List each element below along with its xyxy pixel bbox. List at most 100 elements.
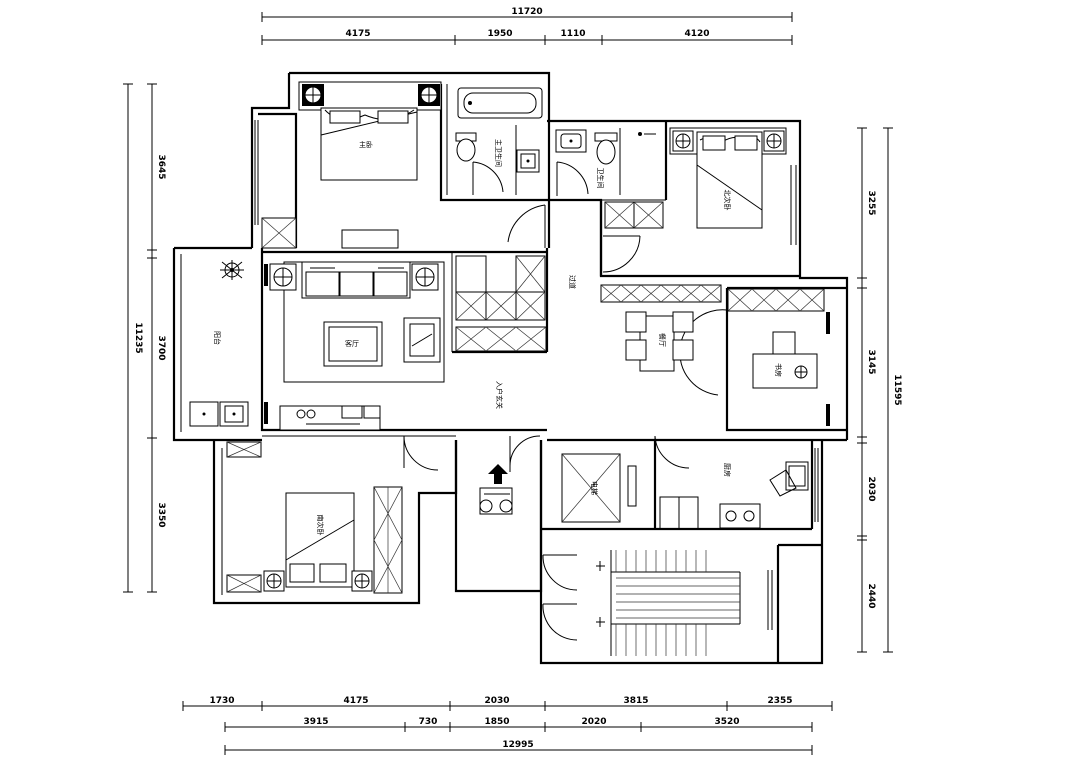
cabinet-south-wardrobe: [226, 441, 403, 594]
dim-top-3: 4120: [684, 29, 709, 39]
door-kitchen: [654, 435, 690, 469]
room-label-living-room: 客厅: [345, 339, 359, 348]
stove-icon: [719, 503, 761, 529]
dim-bottom1-4: 2355: [767, 696, 792, 706]
corridor-area: 过道 入户玄关: [495, 275, 577, 409]
living-room-furniture: 客厅: [264, 261, 445, 431]
room-label-north-bedroom: 北次卧: [723, 190, 732, 211]
right-dimensions: 3255 3145 2030 2440 11595: [857, 127, 902, 653]
guest-bath-fixtures: 卫生间: [555, 129, 656, 189]
cabinet-entry-shoe: [455, 255, 547, 352]
dim-left-total: 11235: [133, 322, 143, 353]
bathtub-icon: [457, 87, 543, 119]
dim-top-1: 1950: [487, 29, 512, 39]
entry-arrow-icon: [488, 464, 508, 484]
cabinet-master-wardrobe: [261, 217, 297, 249]
balcony-fixtures: 阳台: [189, 120, 259, 427]
dining-chair-icon: [625, 311, 647, 333]
window-left: [264, 264, 268, 424]
door-stair-1: [542, 554, 578, 591]
room-label-master-bath: 主卫生间: [494, 139, 503, 167]
sink-icon: [516, 149, 540, 173]
bottom-dimensions: 1730 4175 2030 3815 2355 3915 730 1850 2…: [182, 696, 833, 755]
north-bedroom-furniture: 北次卧: [669, 127, 797, 245]
shoe-bench-icon: [479, 487, 513, 515]
dim-top-2: 1110: [560, 29, 585, 39]
door-north-bedroom: [602, 235, 641, 273]
nightstand-lamp-icon: [351, 570, 373, 592]
door-master-bedroom: [507, 204, 546, 248]
room-label-corridor: 过道: [568, 275, 577, 289]
master-bath-fixtures: 主卫生间: [455, 87, 543, 173]
study-furniture: 书房: [752, 312, 830, 426]
room-label-guest-bath: 卫生间: [596, 168, 605, 189]
room-label-south-bedroom: 南次卧: [316, 515, 325, 536]
nightstand-lamp-icon: [263, 570, 285, 592]
dim-left-1: 3700: [156, 335, 166, 360]
door-stair-2: [542, 603, 578, 641]
cabinet-north-wardrobe: [604, 201, 664, 229]
exterior-walls: [172, 71, 849, 665]
desk-icon: [341, 229, 399, 249]
room-label-entry: 入户玄关: [495, 381, 504, 409]
interior-walls: [439, 84, 847, 432]
washing-machine-icon: [189, 401, 219, 427]
side-table-lamp-icon: [269, 263, 297, 291]
nightstand-lamp-icon: [763, 130, 785, 152]
dim-bottom1-3: 3815: [623, 696, 648, 706]
desk-lamp-icon: [794, 365, 808, 379]
dim-bottom2-3: 2020: [581, 717, 606, 727]
room-label-elevator: 电梯: [590, 481, 599, 495]
dim-bottom1-2: 2030: [484, 696, 509, 706]
shower-drain-icon: [638, 132, 642, 136]
door-south-bedroom: [403, 435, 439, 471]
room-label-balcony: 阳台: [213, 331, 222, 345]
window-study: [826, 312, 830, 426]
south-bedroom-furniture: 南次卧: [263, 492, 373, 592]
dim-bottom2-4: 3520: [714, 717, 739, 727]
room-label-master-bedroom: 主卧: [359, 140, 373, 149]
dim-top-total: 11720: [511, 7, 542, 17]
dim-bottom2-1: 730: [419, 717, 438, 727]
nightstand-lamp-icon: [672, 130, 694, 152]
dining-chair-icon: [672, 311, 694, 333]
side-table-lamp-icon: [411, 263, 439, 291]
master-bedroom-furniture: 主卧: [298, 81, 442, 249]
toilet-icon: [594, 132, 618, 165]
door-entry: [509, 435, 541, 472]
dim-bottom-total: 12995: [502, 740, 533, 750]
bed-icon: [696, 131, 763, 229]
dim-bottom1-1: 4175: [343, 696, 368, 706]
armchair-icon: [403, 317, 441, 363]
cabinet-study-shelf: [727, 288, 825, 312]
toilet-icon: [455, 132, 477, 162]
room-label-kitchen: 厨房: [723, 463, 732, 477]
stair-treads: [615, 550, 740, 656]
top-dimensions: 11720 4175 1950 1110 4120: [261, 7, 793, 45]
plant-icon: [220, 260, 244, 280]
dim-left-2: 3350: [156, 502, 166, 527]
sink-icon: [555, 129, 587, 153]
staircase: [596, 543, 822, 663]
sofa-icon: [301, 261, 411, 299]
doors: [403, 161, 728, 641]
storage-cabinets: [226, 201, 825, 594]
study-chair-icon: [772, 331, 796, 355]
dim-right-total: 11595: [892, 374, 902, 405]
entry-fixtures: [479, 464, 513, 515]
kitchen-fixtures: 厨房: [659, 448, 819, 530]
left-dimensions: 11235 3645 3700 3350: [123, 83, 166, 593]
laundry-sink-icon: [219, 401, 249, 427]
dim-bottom1-0: 1730: [209, 696, 234, 706]
dim-bottom2-0: 3915: [303, 717, 328, 727]
nightstand-lamp-icon: [302, 84, 324, 106]
door-guest-bath: [556, 161, 589, 196]
elevator-shaft: 电梯: [561, 453, 637, 523]
tv-cabinet-icon: [279, 405, 381, 431]
nightstand-lamp-icon: [418, 84, 440, 106]
kitchen-sink-icon: [769, 461, 809, 497]
dining-chair-icon: [672, 339, 694, 361]
room-label-dining: 餐厅: [658, 333, 667, 347]
stair-arrow-down-icon: [596, 617, 605, 627]
